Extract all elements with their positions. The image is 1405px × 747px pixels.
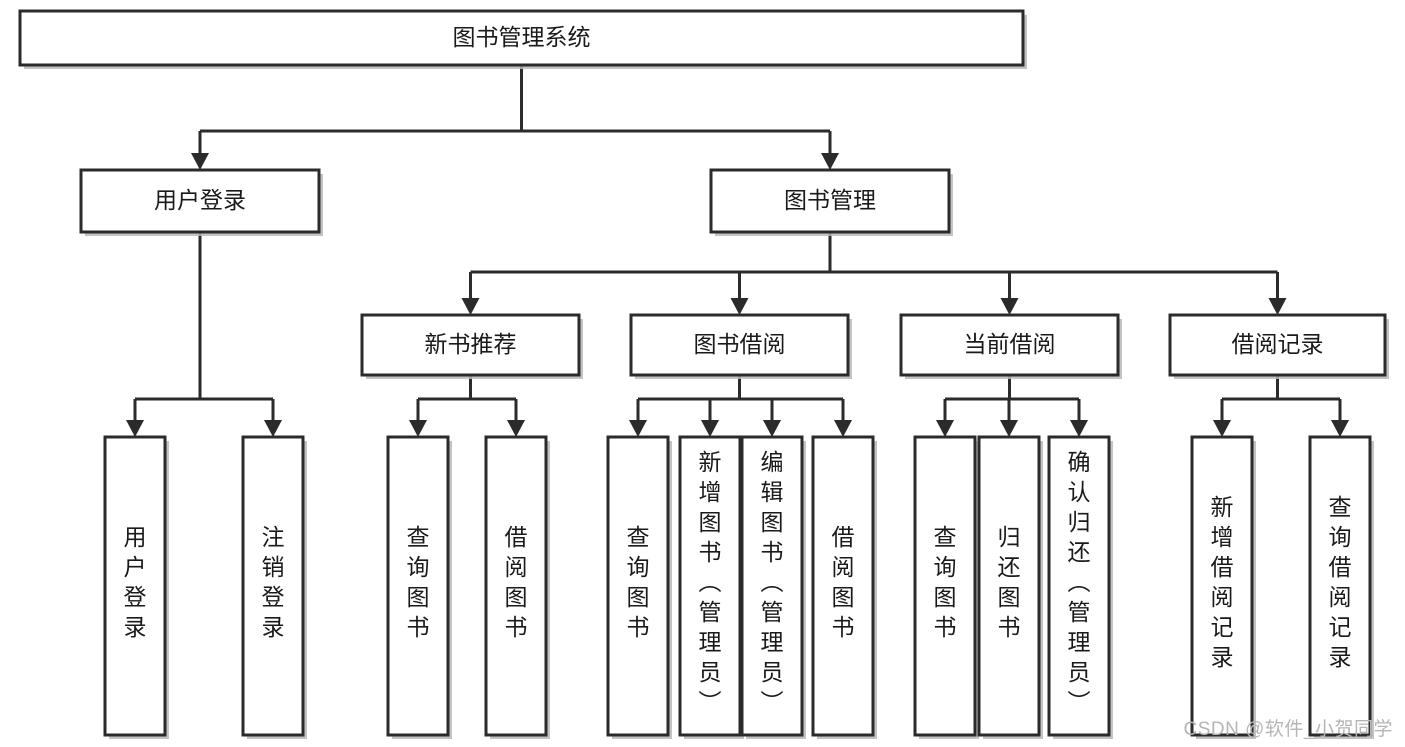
node-leaf-borrow-book-1[interactable]: 借阅图书: [484, 435, 550, 739]
node-leaf-query-book-2[interactable]: 查询图书: [606, 435, 672, 739]
node-leaf-confirm-return[interactable]: 确认归还︵管理员︶: [1047, 435, 1113, 739]
node-label: 用户登录: [154, 187, 246, 213]
edge-layer: [126, 65, 1349, 437]
arrow-head-icon: [126, 420, 144, 437]
arrow-head-icon: [264, 420, 282, 437]
node-label: 查询借阅记录: [1329, 494, 1352, 670]
node-label: 图书借阅: [694, 331, 786, 357]
node-leaf-query-book-3[interactable]: 查询图书: [913, 435, 979, 739]
node-leaf-borrow-book-2[interactable]: 借阅图书: [811, 435, 877, 739]
arrow-head-icon: [409, 420, 427, 437]
arrow-head-icon: [1268, 298, 1287, 315]
arrow-head-icon: [507, 420, 525, 437]
arrow-head-icon: [191, 153, 209, 170]
node-label: 注销登录: [262, 524, 285, 640]
edge-group-book-manage: [461, 232, 1287, 315]
edge-group-current-borrow: [936, 375, 1088, 437]
edge-group-book-borrow: [629, 375, 852, 437]
node-leaf-add-book[interactable]: 新增图书︵管理员︶: [678, 435, 744, 739]
arrow-head-icon: [834, 420, 852, 437]
node-label: 图书管理系统: [453, 24, 591, 50]
node-label: 查询图书: [934, 524, 957, 640]
arrow-head-icon: [629, 420, 647, 437]
arrow-head-icon: [701, 420, 719, 437]
node-leaf-add-record[interactable]: 新增借阅记录: [1190, 435, 1256, 739]
node-layer: 图书管理系统用户登录图书管理新书推荐图书借阅当前借阅借阅记录用户登录注销登录查询…: [18, 9, 1389, 739]
node-label: 借阅记录: [1232, 331, 1324, 357]
node-borrow-record[interactable]: 借阅记录: [1168, 313, 1389, 379]
arrow-head-icon: [1000, 298, 1019, 315]
node-label: 新增图书︵管理员︶: [699, 449, 722, 715]
node-leaf-user-login[interactable]: 用户登录: [103, 435, 169, 739]
node-label: 当前借阅: [964, 331, 1056, 357]
node-label: 图书管理: [784, 187, 876, 213]
arrow-head-icon: [821, 153, 839, 170]
edge-group-root: [191, 65, 839, 170]
node-leaf-query-book-1[interactable]: 查询图书: [386, 435, 452, 739]
node-label: 借阅图书: [505, 524, 528, 640]
node-user-login[interactable]: 用户登录: [79, 168, 323, 236]
node-label: 编辑图书︵管理员︶: [761, 449, 784, 715]
node-label: 借阅图书: [832, 524, 855, 640]
node-label: 新增借阅记录: [1211, 494, 1234, 670]
arrow-head-icon: [763, 420, 781, 437]
node-book-borrow[interactable]: 图书借阅: [629, 313, 852, 379]
node-new-book-rec[interactable]: 新书推荐: [360, 313, 583, 379]
arrow-head-icon: [1213, 420, 1231, 437]
node-leaf-query-record[interactable]: 查询借阅记录: [1308, 435, 1374, 739]
node-leaf-edit-book[interactable]: 编辑图书︵管理员︶: [740, 435, 806, 739]
node-label: 新书推荐: [425, 331, 517, 357]
edge-group-new-book-rec: [409, 375, 525, 437]
node-current-borrow[interactable]: 当前借阅: [899, 313, 1122, 379]
edge-group-user-login: [126, 232, 282, 437]
arrow-head-icon: [730, 298, 749, 315]
node-root-图书管理系统[interactable]: 图书管理系统: [18, 9, 1027, 69]
node-label: 查询图书: [407, 524, 430, 640]
node-leaf-logout[interactable]: 注销登录: [241, 435, 307, 739]
node-book-manage[interactable]: 图书管理: [709, 168, 953, 236]
arrow-head-icon: [461, 298, 480, 315]
arrow-head-icon: [1331, 420, 1349, 437]
node-label: 查询图书: [627, 524, 650, 640]
node-label: 确认归还︵管理员︶: [1068, 449, 1091, 715]
arrow-head-icon: [936, 420, 954, 437]
node-label: 归还图书: [998, 524, 1021, 640]
node-leaf-return-book[interactable]: 归还图书: [977, 435, 1043, 739]
arrow-head-icon: [1070, 420, 1088, 437]
node-label: 用户登录: [124, 524, 147, 640]
arrow-head-icon: [1000, 420, 1018, 437]
edge-group-borrow-record: [1213, 375, 1349, 437]
